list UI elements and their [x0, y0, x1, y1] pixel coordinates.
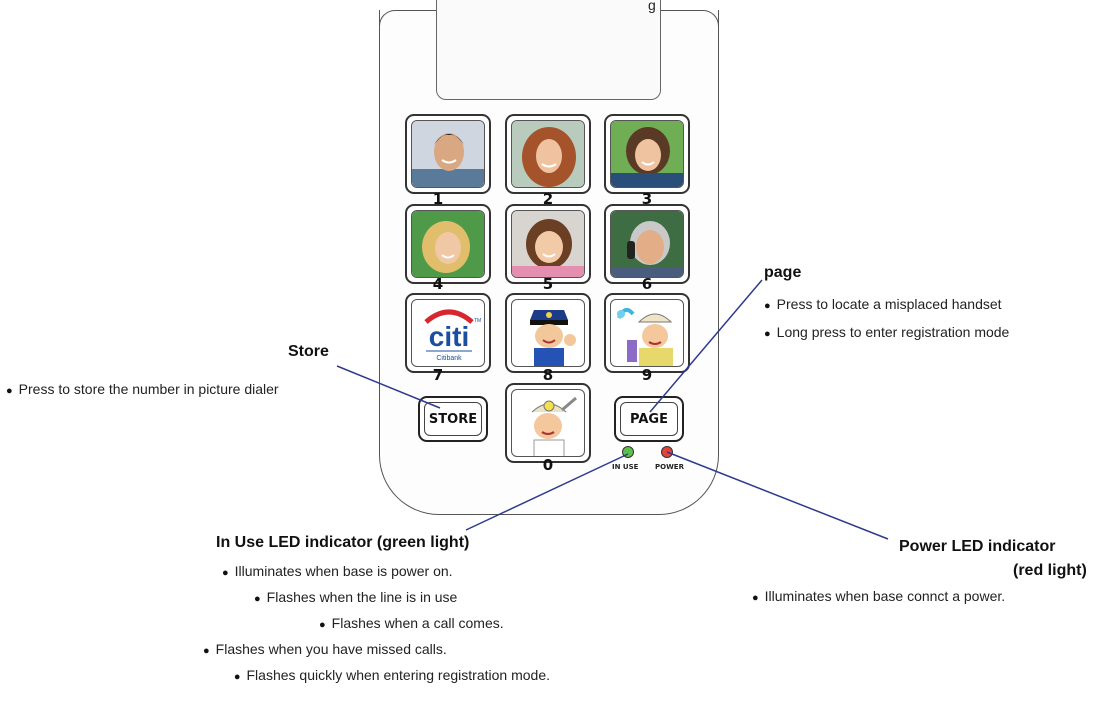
blonde-woman-photo-icon — [411, 210, 485, 278]
in-use-annotation-bullet-3: Flashes when a call comes. — [319, 612, 504, 636]
young-girl-photo-icon — [511, 210, 585, 278]
store-button-label: STORE — [424, 402, 482, 436]
picture-key-8[interactable] — [505, 293, 591, 373]
store-annotation-bullet: Press to store the number in picture dia… — [6, 378, 356, 402]
picture-key-0[interactable] — [505, 383, 591, 463]
picture-key-4[interactable] — [405, 204, 491, 284]
doctor-cartoon-icon — [511, 389, 585, 457]
picture-key-7[interactable]: citi TM Citibank — [405, 293, 491, 373]
key-number-2: 2 — [542, 190, 554, 208]
page-button-label: PAGE — [620, 402, 678, 436]
picture-key-6[interactable] — [604, 204, 690, 284]
page-annotation-bullet-2: Long press to enter registration mode — [764, 321, 1010, 345]
key-number-4: 4 — [432, 275, 444, 293]
picture-key-2[interactable] — [505, 114, 591, 194]
store-annotation-title: Store — [288, 343, 329, 360]
key-number-1: 1 — [432, 190, 444, 208]
key-number-7: 7 — [432, 366, 444, 384]
page-callout-line — [649, 279, 763, 413]
young-man-photo-icon — [411, 120, 485, 188]
key-number-5: 5 — [542, 275, 554, 293]
in-use-annotation-bullet-5: Flashes quickly when entering registrati… — [180, 664, 551, 688]
key-number-8: 8 — [542, 366, 554, 384]
picture-key-5[interactable] — [505, 204, 591, 284]
in-use-annotation-bullet-2: Flashes when the line is in use — [254, 586, 458, 610]
smiling-woman-photo-icon — [610, 120, 684, 188]
firefighter-cartoon-icon — [610, 299, 684, 367]
in-use-led-label: IN USE — [612, 463, 639, 471]
power-led-label: POWER — [655, 463, 684, 471]
in-use-annotation-bullet-4: Flashes when you have missed calls. — [203, 638, 447, 662]
page-annotation-title: page — [764, 264, 802, 281]
key-number-0: 0 — [542, 456, 554, 474]
in-use-annotation-bullet-1: Illuminates when base is power on. — [222, 560, 453, 584]
citi-subtext: Citibank — [436, 355, 462, 362]
power-annotation-bullet: Illuminates when base connct a power. — [752, 585, 1005, 609]
citi-logo-text: citi — [429, 321, 469, 352]
citibank-logo-icon: citi TM Citibank — [411, 299, 485, 367]
power-callout-line — [666, 451, 889, 540]
power-annotation-title-line-2: (red light) — [1013, 562, 1087, 579]
key-number-6: 6 — [641, 275, 653, 293]
key-number-9: 9 — [641, 366, 653, 384]
page-annotation-bullet-1: Press to locate a misplaced handset — [764, 293, 1002, 317]
handset-cradle — [436, 0, 661, 100]
older-man-on-phone-photo-icon — [610, 210, 684, 278]
store-button[interactable]: STORE — [418, 396, 488, 442]
picture-key-9[interactable] — [604, 293, 690, 373]
curly-hair-woman-photo-icon — [511, 120, 585, 188]
page-button[interactable]: PAGE — [614, 396, 684, 442]
citi-tm-mark: TM — [474, 318, 481, 324]
police-officer-cartoon-icon — [511, 299, 585, 367]
picture-key-3[interactable] — [604, 114, 690, 194]
store-callout-line — [336, 365, 441, 409]
in-use-callout-line — [465, 453, 629, 531]
key-number-3: 3 — [641, 190, 653, 208]
power-annotation-title-line-1: Power LED indicator — [899, 538, 1056, 555]
in-use-annotation-title: In Use LED indicator (green light) — [216, 534, 470, 551]
picture-key-1[interactable] — [405, 114, 491, 194]
header-fragment: g — [648, 0, 656, 13]
